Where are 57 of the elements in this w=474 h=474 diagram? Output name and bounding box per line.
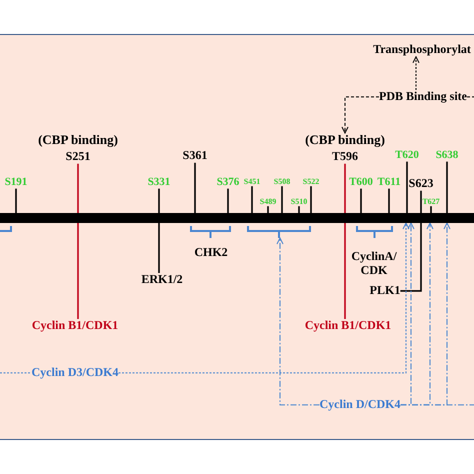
- connector-line: [310, 186, 312, 213]
- arrow: [118, 222, 410, 374]
- connector-line: [298, 206, 300, 213]
- connector-line: [360, 188, 362, 213]
- site-label: S510: [290, 197, 308, 206]
- site-label: S638: [436, 149, 458, 162]
- site-label: S191: [4, 176, 28, 189]
- kinase-label: ERK1/2: [141, 273, 183, 287]
- kinase-label: CyclinA/ CDK: [350, 250, 398, 278]
- binding-note: (CBP binding): [305, 133, 385, 148]
- connector-line: [406, 162, 408, 213]
- arrow: [342, 96, 380, 134]
- connector-line: [400, 190, 422, 292]
- connector-line: [251, 186, 253, 213]
- site-label: S331: [148, 176, 170, 189]
- site-label: S508: [274, 177, 290, 186]
- connector-line: [77, 164, 79, 319]
- kinase-label: CHK2: [193, 244, 229, 261]
- connector-line: [0, 372, 32, 374]
- note-label: Transphosphorylat: [373, 43, 471, 57]
- connector-line: [446, 162, 448, 213]
- connector-line: [267, 206, 269, 213]
- connector-line: [430, 206, 432, 213]
- bracket: [247, 226, 311, 238]
- connector-line: [281, 186, 283, 213]
- binding-note: (CBP binding): [38, 133, 118, 148]
- arrow: [276, 238, 320, 406]
- site-label: S623: [408, 177, 434, 191]
- site-label: S522: [302, 177, 320, 186]
- kinase-label: PLK1: [370, 284, 400, 298]
- kinase-label: Cyclin B1/CDK1: [32, 319, 118, 333]
- site-label: T611: [377, 176, 401, 189]
- protein-bar: [0, 213, 474, 223]
- connector-line: [388, 188, 390, 213]
- kinase-label: Cyclin D3/CDK4: [32, 366, 118, 380]
- connector-line: [344, 164, 346, 319]
- connector-line: [227, 188, 229, 213]
- site-label: S489: [260, 197, 276, 206]
- connector-line: [194, 162, 196, 213]
- site-label: S251: [66, 150, 90, 164]
- note-label: PDB Binding site: [378, 90, 468, 104]
- kinase-label: Cyclin D/CDK4: [320, 398, 400, 412]
- connector-line: [15, 188, 17, 213]
- site-label: T596: [332, 150, 358, 164]
- site-label: S451: [244, 177, 260, 186]
- connector-line: [400, 404, 474, 406]
- site-label: T620: [395, 149, 419, 162]
- kinase-label: Cyclin B1/CDK1: [304, 319, 392, 333]
- connector-line: [158, 188, 160, 273]
- site-label: S376: [216, 176, 240, 189]
- arrow: [412, 56, 420, 90]
- bracket: [356, 226, 393, 238]
- connector-line: [466, 96, 474, 98]
- site-label: S361: [182, 149, 208, 163]
- site-label: T600: [349, 176, 373, 189]
- bracket: [190, 226, 231, 238]
- site-label: T627: [422, 197, 440, 206]
